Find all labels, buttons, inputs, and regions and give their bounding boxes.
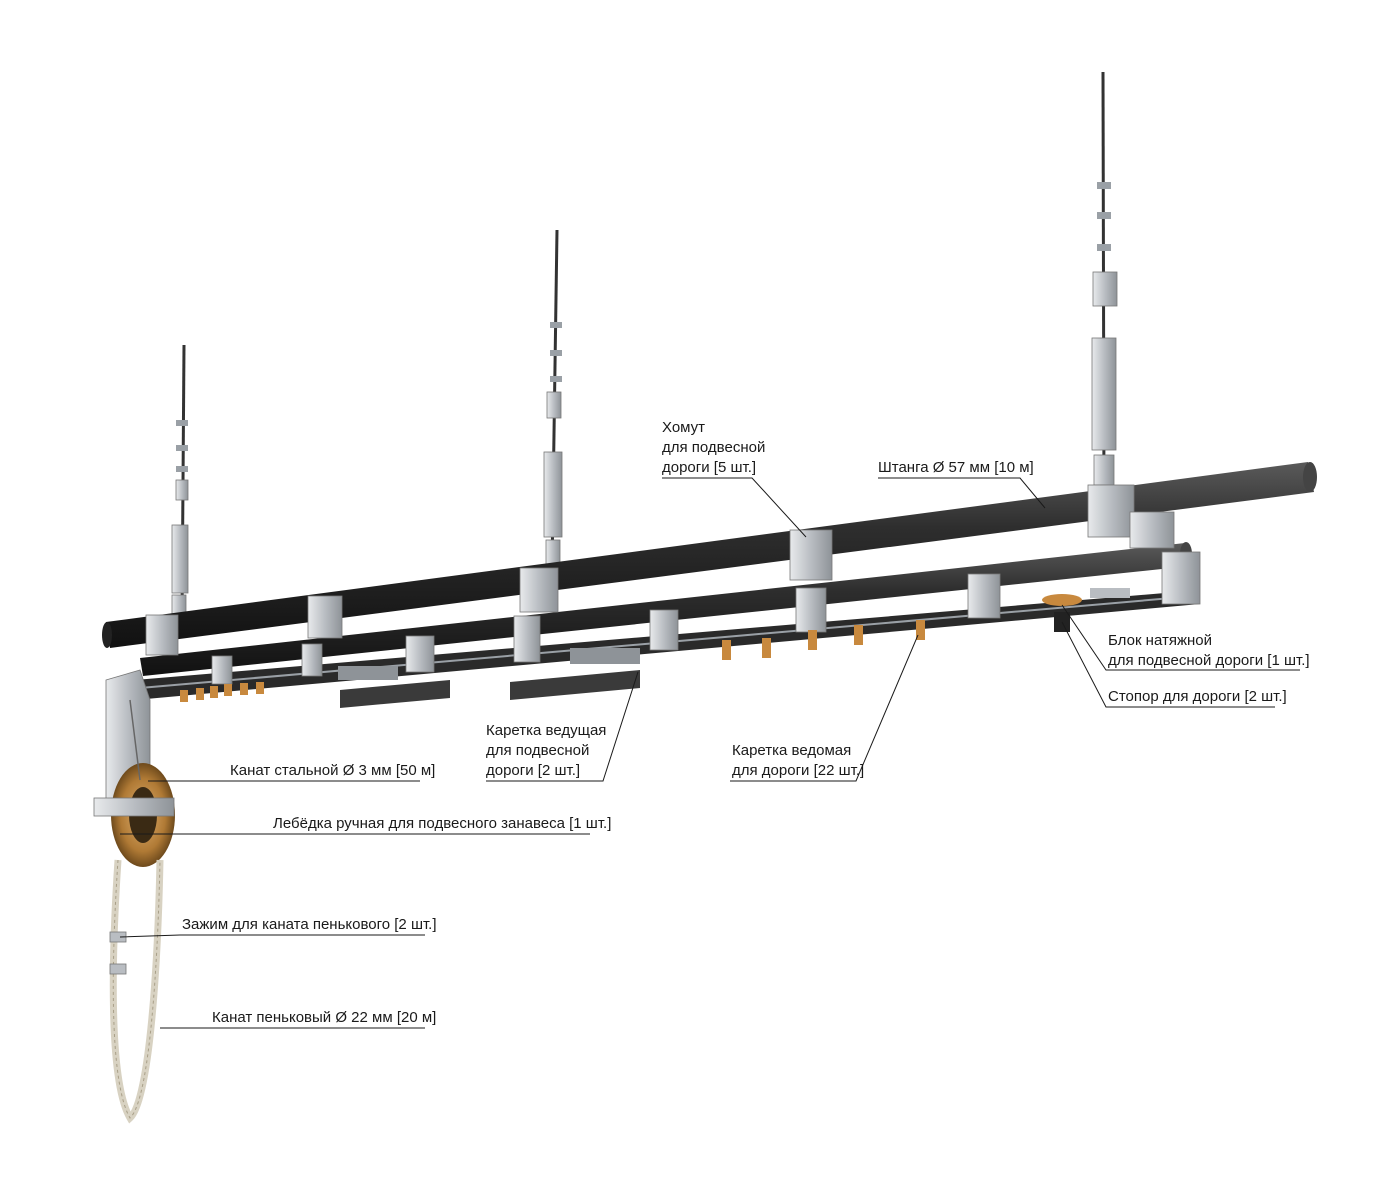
callout-tension-block: Блок натяжной для подвесной дороги [1 шт… xyxy=(1108,632,1310,669)
clamp-5 xyxy=(1087,484,1135,538)
callout-clamp-line-1: Хомут xyxy=(662,419,705,436)
callout-steel-rope: Канат стальной Ø 3 мм [50 м] xyxy=(230,762,435,779)
leader-lines xyxy=(119,477,1300,1029)
tension-block xyxy=(1042,588,1130,606)
brackets xyxy=(211,511,1201,685)
clamp-1 xyxy=(145,614,179,656)
callout-follower-carriage-line-1: Каретка ведомая xyxy=(732,742,851,759)
clamp-2 xyxy=(307,595,343,639)
hemp-rope xyxy=(109,859,164,1124)
callout-lead-carriage-line-2: для подвесной xyxy=(486,742,589,759)
suspension-rod-right xyxy=(1091,71,1118,501)
callout-winch: Лебёдка ручная для подвесного занавеса [… xyxy=(273,815,611,832)
clamp-3 xyxy=(519,567,559,613)
callout-stopper: Стопор для дороги [2 шт.] xyxy=(1108,688,1287,705)
callout-hemp-clamp: Зажим для каната пенькового [2 шт.] xyxy=(182,916,437,933)
lead-carriages xyxy=(338,648,640,708)
callout-tension-block-line-2: для подвесной дороги [1 шт.] xyxy=(1108,652,1310,669)
callout-lead-carriage-line-3: дороги [2 шт.] xyxy=(486,762,580,779)
callout-clamp-line-2: для подвесной xyxy=(662,439,765,456)
manual-winch xyxy=(93,763,175,867)
follower-carriages xyxy=(180,620,925,702)
steel-rope xyxy=(129,699,141,781)
suspension-rod-middle xyxy=(543,229,563,571)
callout-clamp-line-3: дороги [5 шт.] xyxy=(662,459,756,476)
suspension-rod-left xyxy=(171,344,189,621)
main-bar-pipe xyxy=(102,462,1317,648)
clamp-4 xyxy=(789,529,833,581)
clamps xyxy=(145,484,1135,656)
callout-lead-carriage-line-1: Каретка ведущая xyxy=(486,722,606,739)
callout-clamp: Хомут для подвесной дороги [5 шт.] xyxy=(662,419,765,476)
callout-hemp-rope: Канат пеньковый Ø 22 мм [20 м] xyxy=(212,1009,436,1026)
callout-bar: Штанга Ø 57 мм [10 м] xyxy=(878,459,1034,476)
callout-follower-carriage-line-2: для дороги [22 шт.] xyxy=(732,762,864,779)
callout-follower-carriage: Каретка ведомая для дороги [22 шт.] xyxy=(732,742,864,779)
callout-tension-block-line-1: Блок натяжной xyxy=(1108,632,1212,649)
callout-lead-carriage: Каретка ведущая для подвесной дороги [2 … xyxy=(486,722,606,779)
